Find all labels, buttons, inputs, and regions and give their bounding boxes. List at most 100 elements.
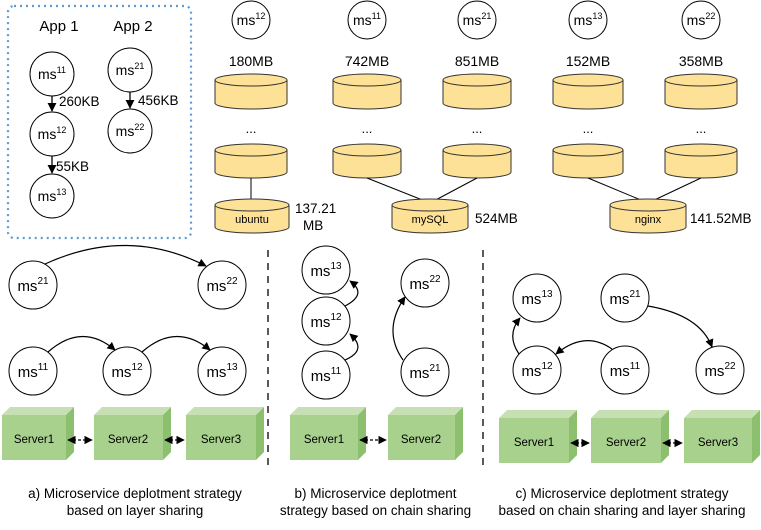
svg-text:ms11: ms11: [38, 65, 66, 82]
svg-text:ms21: ms21: [463, 11, 492, 28]
image-stack-ms13: ms13 152MB ...: [552, 0, 624, 179]
base-layer-ubuntu-size: 137.21: [295, 201, 336, 216]
svg-text:ms21: ms21: [609, 289, 641, 308]
server3: Server3: [186, 407, 264, 460]
image-size-label: 152MB: [566, 53, 610, 69]
image-stack-ms11: ms11 742MB ...: [332, 0, 402, 179]
svg-text:ms21: ms21: [409, 363, 441, 382]
app1-node-ms12: ms12: [29, 111, 75, 157]
edge-ms12-ms13: [141, 335, 211, 353]
image-size-label: 180MB: [229, 53, 273, 69]
server1: Server1: [290, 407, 366, 460]
image-size-label: 742MB: [345, 53, 389, 69]
app2-label: App 2: [113, 18, 152, 35]
ellipsis: ...: [696, 121, 707, 136]
caption-c: c) Microservice deplotment strategy base…: [483, 485, 761, 519]
svg-text:ms13: ms13: [38, 187, 67, 204]
svg-text:Server3: Server3: [698, 437, 738, 449]
server3: Server3: [684, 410, 760, 463]
node-ms21: ms21: [600, 273, 650, 323]
svg-text:ubuntu: ubuntu: [235, 214, 269, 226]
node-ms21: ms21: [400, 347, 450, 397]
image-stack-ms21: ms21 851MB ...: [442, 0, 512, 179]
edge-ms21-ms22: [392, 296, 406, 361]
svg-text:ms22: ms22: [704, 361, 736, 380]
svg-text:mySQL: mySQL: [412, 214, 449, 226]
svg-text:ms11: ms11: [353, 11, 381, 28]
server2: Server2: [388, 407, 463, 460]
node-ms11: ms11: [600, 345, 650, 395]
node-ms22: ms22: [197, 260, 247, 310]
base-layer-ubuntu-size-unit: MB: [303, 218, 323, 233]
svg-text:ms21: ms21: [17, 276, 49, 295]
node-ms11: ms11: [301, 350, 351, 400]
svg-text:ms12: ms12: [310, 312, 342, 331]
svg-text:ms11: ms11: [18, 362, 49, 381]
image-size-label: 358MB: [679, 53, 723, 69]
svg-text:ms12: ms12: [38, 125, 67, 142]
svg-text:Server1: Server1: [304, 434, 344, 446]
svg-text:Server1: Server1: [14, 434, 54, 446]
base-layer-nginx: nginx: [609, 198, 687, 234]
svg-text:ms22: ms22: [206, 276, 238, 295]
svg-text:ms13: ms13: [310, 261, 342, 280]
app2-node-ms21: ms21: [107, 47, 153, 93]
ellipsis: ...: [583, 121, 594, 136]
base-layer-ubuntu: ubuntu: [214, 198, 290, 234]
node-ms12: ms12: [301, 296, 351, 346]
caption-b: b) Microservice deplotment strategy base…: [268, 485, 483, 519]
base-layer-mysql: mySQL: [391, 198, 469, 234]
app1-edge-12-13-label: 55KB: [56, 159, 89, 174]
edge-ms21-ms22: [647, 305, 714, 348]
caption-a-line2: based on layer sharing: [66, 503, 204, 518]
server2: Server2: [94, 407, 171, 460]
caption-a: a) Microservice deplotment strategy base…: [0, 485, 270, 519]
ellipsis: ...: [246, 121, 257, 136]
svg-text:ms13: ms13: [574, 11, 603, 28]
svg-text:nginx: nginx: [635, 214, 662, 226]
strategy-a: ms21 ms22 ms11 ms12 ms13 Server1: [2, 244, 264, 460]
svg-text:ms12: ms12: [111, 362, 143, 381]
caption-c-line1: c) Microservice deplotment strategy: [515, 486, 729, 501]
svg-text:ms13: ms13: [521, 289, 553, 308]
base-layer-nginx-size: 141.52MB: [690, 211, 752, 226]
app1-label: App 1: [39, 18, 78, 35]
svg-text:Server3: Server3: [201, 434, 241, 446]
app1-node-ms13: ms13: [29, 173, 75, 219]
svg-text:Server2: Server2: [606, 437, 646, 449]
server2: Server2: [591, 410, 669, 463]
svg-text:ms22: ms22: [116, 122, 145, 139]
edge-ms11-ms12: [555, 340, 613, 355]
svg-text:ms11: ms11: [311, 366, 342, 385]
svg-text:ms13: ms13: [206, 362, 238, 381]
svg-text:Server1: Server1: [514, 437, 554, 449]
node-ms21: ms21: [8, 260, 58, 310]
svg-text:ms12: ms12: [237, 11, 266, 28]
server1: Server1: [499, 410, 577, 463]
node-ms22: ms22: [400, 258, 450, 308]
base-layer-mysql-size: 524MB: [475, 211, 518, 226]
caption-b-line2: strategy based on chain sharing: [279, 503, 472, 518]
svg-text:ms21: ms21: [116, 61, 145, 78]
app2-node-ms22: ms22: [107, 108, 153, 154]
edge-ms12-ms13: [511, 317, 521, 355]
strategy-b: ms13 ms12 ms11 ms22 ms21 Server1: [290, 245, 463, 460]
server1: Server1: [2, 407, 74, 460]
node-ms13: ms13: [512, 273, 562, 323]
node-ms11: ms11: [8, 346, 58, 396]
image-stack-ms12: ms12 180MB ...: [214, 0, 288, 179]
svg-text:Server2: Server2: [401, 434, 441, 446]
ellipsis: ...: [362, 121, 373, 136]
node-ms13: ms13: [301, 245, 351, 295]
caption-a-line1: a) Microservice deplotment strategy: [28, 486, 242, 501]
svg-text:Server2: Server2: [108, 434, 148, 446]
applications-box: [6, 4, 193, 240]
edge-ms11-ms12: [344, 333, 359, 361]
strategy-c: ms13 ms21 ms12 ms11 ms22 Server1: [499, 273, 760, 463]
svg-text:ms12: ms12: [521, 361, 553, 380]
app1-edge-11-12-label: 260KB: [59, 94, 100, 109]
image-stack-ms22: ms22 358MB ...: [664, 0, 738, 179]
node-ms12: ms12: [102, 346, 152, 396]
image-size-label: 851MB: [455, 53, 499, 69]
